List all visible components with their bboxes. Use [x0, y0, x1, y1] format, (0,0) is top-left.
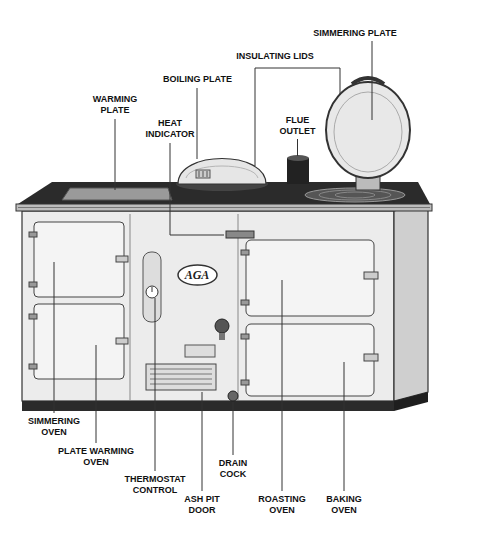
drain-cock — [228, 391, 238, 401]
leader-line — [344, 362, 345, 491]
left-oven-doors — [34, 222, 124, 297]
hotplate — [305, 188, 405, 202]
cooker-top — [16, 204, 432, 211]
ash-pit-door — [150, 374, 212, 375]
part-label: INSULATING LIDS — [220, 51, 330, 62]
boiling-plate-lid — [207, 171, 208, 177]
badge-text: AGA — [177, 269, 218, 281]
right-oven-doors — [241, 250, 249, 255]
left-oven-doors — [29, 364, 37, 369]
left-oven-doors — [29, 222, 128, 379]
ash-pit-door — [146, 364, 216, 390]
leader-line — [372, 41, 373, 120]
part-label: THERMOSTAT CONTROL — [118, 474, 192, 496]
flue-outlet — [287, 155, 309, 184]
cooker-body — [130, 214, 131, 400]
left-oven-doors — [116, 256, 128, 262]
hotplate — [319, 190, 391, 200]
ash-pit-door — [150, 379, 212, 380]
boiling-plate-lid — [203, 171, 204, 177]
cooker-top — [18, 207, 430, 208]
boiling-plate-lid — [178, 159, 266, 185]
boiling-plate-lid — [196, 170, 210, 178]
leader-line — [54, 41, 372, 491]
part-label: SIMMERING OVEN — [22, 416, 86, 438]
ash-pit-door — [146, 364, 216, 390]
part-label: BOILING PLATE — [150, 74, 245, 85]
left-oven-doors — [29, 282, 37, 287]
simmering-plate-lid — [326, 82, 410, 178]
right-oven-doors — [364, 272, 378, 279]
maker-badge: AGA — [177, 264, 218, 286]
cooker-body — [394, 204, 428, 401]
right-oven-doors — [241, 240, 378, 396]
part-label: HEAT INDICATOR — [138, 118, 202, 140]
leader-line — [255, 68, 340, 166]
control-knob — [219, 333, 225, 340]
right-oven-doors — [364, 354, 378, 361]
part-label: DRAIN COCK — [212, 458, 254, 480]
part-label: WARMING PLATE — [85, 94, 145, 116]
leader-line — [233, 402, 234, 455]
left-oven-doors — [29, 314, 37, 319]
heat-indicator — [226, 231, 254, 238]
right-oven-doors — [241, 380, 249, 385]
ash-pit-door — [150, 369, 212, 370]
cooker-body — [22, 401, 394, 411]
part-label: SIMMERING PLATE — [300, 28, 410, 39]
cooker-body — [22, 211, 394, 401]
part-label: PLATE WARMING OVEN — [50, 446, 142, 468]
leader-line — [202, 392, 203, 491]
control-knob — [215, 319, 229, 333]
boiling-plate-lid — [186, 166, 258, 178]
flue-outlet — [287, 158, 309, 184]
right-oven-doors — [241, 300, 249, 305]
right-oven-doors — [241, 334, 249, 339]
right-oven-doors — [246, 240, 374, 316]
boiling-plate-lid — [199, 171, 200, 177]
thermostat-control — [152, 287, 153, 292]
left-oven-doors — [34, 304, 124, 379]
part-label: ASH PIT DOOR — [176, 494, 228, 516]
thermostat-control — [143, 252, 161, 322]
thermostat-control — [146, 286, 158, 298]
right-oven-doors — [246, 324, 374, 396]
leader-line — [197, 88, 198, 159]
part-label: BAKING OVEN — [318, 494, 370, 516]
control-knob — [185, 319, 229, 357]
part-label: FLUE OUTLET — [275, 115, 320, 137]
left-oven-doors — [116, 338, 128, 344]
leader-line — [297, 139, 298, 156]
thermostat-control — [143, 252, 161, 322]
simmering-plate-lid — [326, 78, 410, 190]
cooker-body — [238, 214, 239, 400]
leader-line — [282, 280, 283, 491]
leader-line — [170, 143, 224, 235]
cooker-top — [62, 188, 172, 200]
leader-line — [54, 262, 55, 413]
leader-line — [155, 298, 156, 471]
left-oven-doors — [29, 232, 37, 237]
leader-line — [115, 119, 116, 190]
control-knob — [185, 345, 215, 357]
leader-line — [96, 345, 97, 443]
drain-cock — [228, 391, 238, 401]
hotplate — [305, 188, 405, 202]
simmering-plate-lid — [352, 78, 384, 84]
badge-oval — [178, 265, 217, 285]
heat-indicator — [226, 231, 254, 238]
part-label: ROASTING OVEN — [252, 494, 312, 516]
ash-pit-door — [150, 384, 212, 385]
cooker-body — [22, 204, 428, 411]
cooker-body — [394, 392, 428, 411]
hotplate — [335, 192, 375, 198]
simmering-plate-lid — [334, 92, 402, 172]
boiling-plate-lid — [176, 159, 268, 192]
